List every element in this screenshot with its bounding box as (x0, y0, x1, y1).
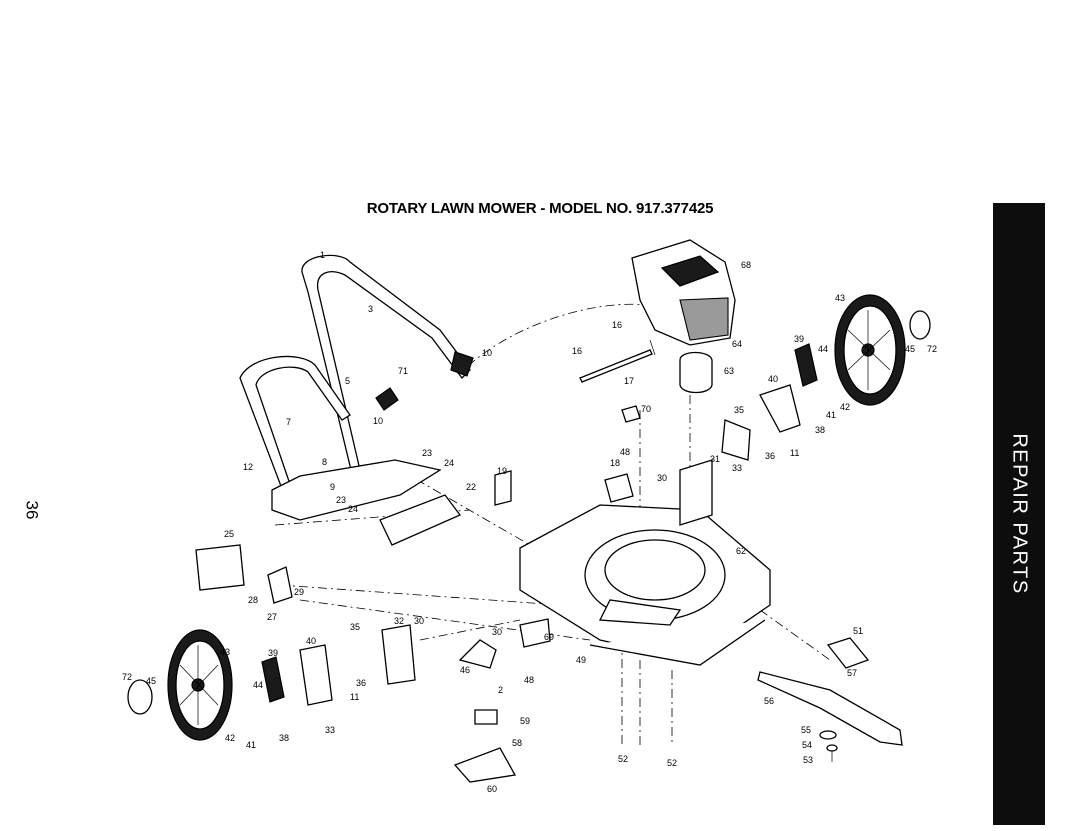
callout-10: 10 (482, 348, 492, 358)
callout-69: 69 (544, 632, 554, 642)
callout-27: 27 (267, 612, 277, 622)
exploded-parts-diagram: 1357891010111112161617181922232324242527… (122, 239, 937, 794)
wheel-icon (127, 629, 233, 741)
callout-60: 60 (487, 784, 497, 794)
callout-68: 68 (741, 260, 751, 270)
callout-48: 48 (524, 675, 534, 685)
callout-52: 52 (618, 754, 628, 764)
callout-30: 30 (657, 473, 667, 483)
callout-44: 44 (818, 344, 828, 354)
adapter-icon (819, 730, 838, 762)
callout-11: 11 (790, 448, 799, 458)
callout-71: 71 (398, 366, 408, 376)
callout-55: 55 (801, 725, 811, 735)
callout-36: 36 (356, 678, 366, 688)
callout-40: 40 (768, 374, 778, 384)
callout-72: 72 (122, 672, 132, 682)
callout-19: 19 (497, 466, 507, 476)
callout-28: 28 (248, 595, 258, 605)
callout-3: 3 (368, 304, 373, 314)
wheel-icon (834, 294, 931, 406)
callout-24: 24 (348, 504, 358, 514)
callout-8: 8 (322, 457, 327, 467)
callout-35: 35 (350, 622, 360, 632)
callout-5: 5 (345, 376, 350, 386)
callout-30: 30 (492, 627, 502, 637)
callout-46: 46 (460, 665, 470, 675)
callout-43: 43 (220, 647, 230, 657)
callout-11: 11 (350, 692, 359, 702)
callout-16: 16 (572, 346, 582, 356)
callout-70: 70 (641, 404, 651, 414)
callout-51: 51 (853, 626, 863, 636)
callout-33: 33 (732, 463, 742, 473)
callout-63: 63 (724, 366, 734, 376)
callout-45: 45 (146, 676, 156, 686)
callout-44: 44 (253, 680, 263, 690)
callout-72: 72 (927, 344, 937, 354)
repair-parts-tab: REPAIR PARTS (993, 203, 1045, 825)
callout-18: 18 (610, 458, 620, 468)
callout-49: 49 (576, 655, 586, 665)
callout-43: 43 (835, 293, 845, 303)
callout-35: 35 (734, 405, 744, 415)
callout-labels: 1357891010111112161617181922232324242527… (122, 250, 937, 794)
callout-57: 57 (847, 668, 857, 678)
callout-56: 56 (764, 696, 774, 706)
callout-48: 48 (620, 447, 630, 457)
callout-16: 16 (612, 320, 622, 330)
callout-25: 25 (224, 529, 234, 539)
height-adjuster-icon (261, 343, 818, 706)
callout-9: 9 (330, 482, 335, 492)
handle-icon (239, 254, 474, 521)
callout-12: 12 (243, 462, 253, 472)
callout-22: 22 (466, 482, 476, 492)
callout-38: 38 (279, 733, 289, 743)
callout-24: 24 (444, 458, 454, 468)
engine-icon (631, 239, 736, 394)
callout-38: 38 (815, 425, 825, 435)
callout-23: 23 (336, 495, 346, 505)
callout-31: 31 (710, 454, 720, 464)
callout-36: 36 (765, 451, 775, 461)
deck-icon (519, 504, 771, 666)
callout-53: 53 (803, 755, 813, 765)
callout-30: 30 (414, 616, 424, 626)
callout-17: 17 (624, 376, 634, 386)
callout-64: 64 (732, 339, 742, 349)
callout-59: 59 (520, 716, 530, 726)
callout-41: 41 (826, 410, 836, 420)
callout-2: 2 (498, 685, 503, 695)
diagram-title: ROTARY LAWN MOWER - MODEL NO. 917.377425 (366, 200, 714, 217)
callout-10: 10 (373, 416, 383, 426)
callout-54: 54 (802, 740, 812, 750)
callout-7: 7 (286, 417, 291, 427)
callout-52: 52 (667, 758, 677, 768)
callout-45: 45 (905, 344, 915, 354)
callout-39: 39 (268, 648, 278, 658)
blade-icon (757, 637, 903, 746)
callout-42: 42 (840, 402, 850, 412)
callout-1: 1 (320, 250, 325, 260)
callout-62: 62 (736, 546, 746, 556)
misc-parts (195, 349, 653, 783)
callout-41: 41 (246, 740, 256, 750)
repair-parts-tab-label: REPAIR PARTS (1008, 433, 1031, 595)
callout-58: 58 (512, 738, 522, 748)
callout-42: 42 (225, 733, 235, 743)
callout-32: 32 (394, 616, 404, 626)
callout-39: 39 (794, 334, 804, 344)
callout-23: 23 (422, 448, 432, 458)
callout-33: 33 (325, 725, 335, 735)
callout-29: 29 (294, 587, 304, 597)
callout-40: 40 (306, 636, 316, 646)
